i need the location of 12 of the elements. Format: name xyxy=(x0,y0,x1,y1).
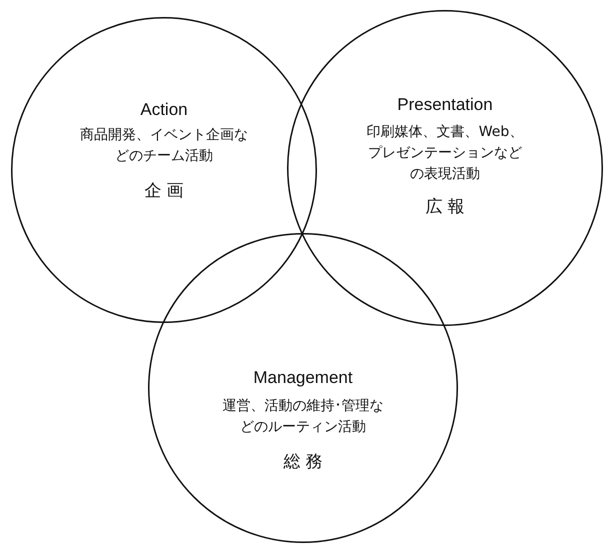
description-text: 印刷媒体、文書、Web、プレゼンテーションなどの表現活動 xyxy=(366,123,524,184)
description-text: 運営、活動の維持･管理などのルーティン活動 xyxy=(222,397,384,437)
category-label: 企 画 xyxy=(144,180,184,202)
category-label: 広 報 xyxy=(425,196,465,218)
venn-circle xyxy=(148,233,458,543)
circle-title: Action xyxy=(140,100,188,120)
category-label: 総 務 xyxy=(283,451,323,473)
circle-title: Management xyxy=(253,368,353,388)
venn-circle xyxy=(287,10,603,326)
description-text: 商品開発、イベント企画などのチーム活動 xyxy=(80,126,248,166)
circle-title: Presentation xyxy=(397,95,493,115)
venn-circle xyxy=(11,17,317,323)
